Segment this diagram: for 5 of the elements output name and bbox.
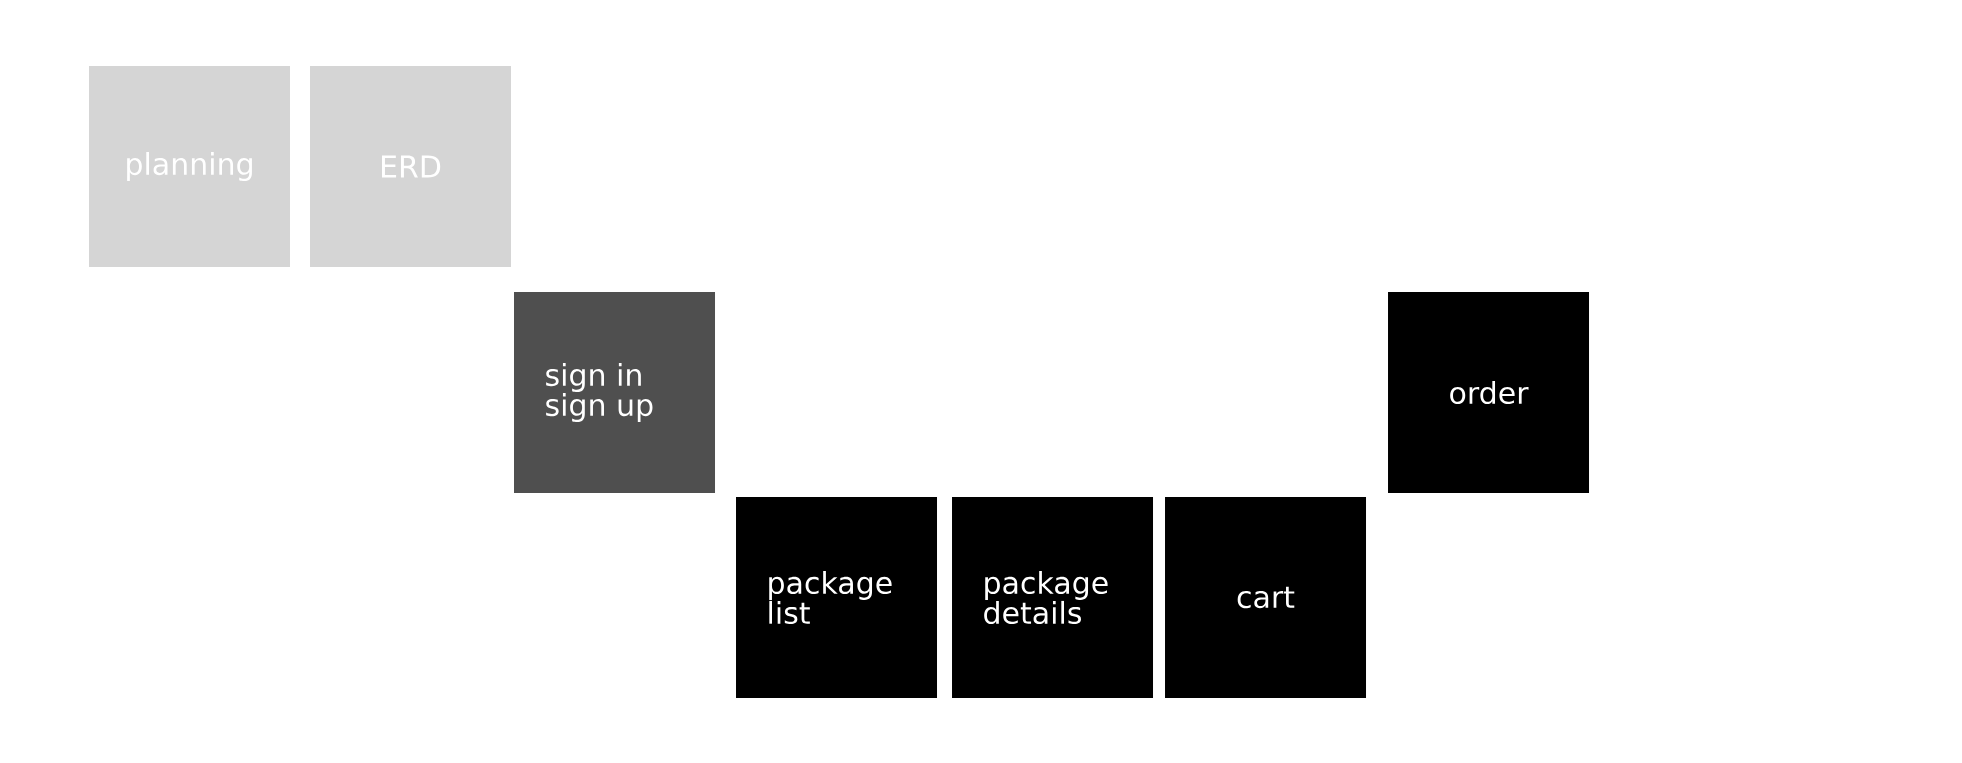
step-box: sign in sign up	[514, 292, 715, 493]
step-box: order	[1388, 292, 1589, 493]
step-box: package list	[736, 497, 937, 698]
step-box: package details	[952, 497, 1153, 698]
step-box: cart	[1165, 497, 1366, 698]
